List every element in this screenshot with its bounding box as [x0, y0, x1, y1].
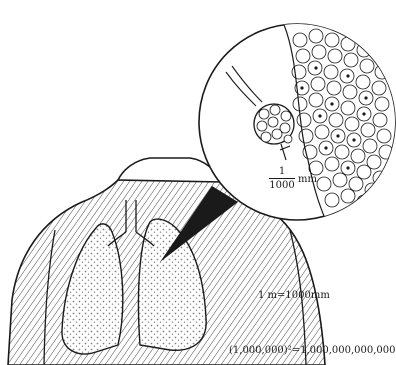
scale-denominator: 1000 — [269, 179, 295, 191]
conversion-label: 1 m=1000mm — [258, 290, 330, 301]
big-number-label: (1,000,000)²=1,000,000,000,000 — [229, 345, 396, 356]
scale-numerator: 1 — [269, 166, 295, 179]
scale-fraction: 1 1000 — [269, 166, 295, 191]
scale-unit: mm — [298, 174, 317, 185]
